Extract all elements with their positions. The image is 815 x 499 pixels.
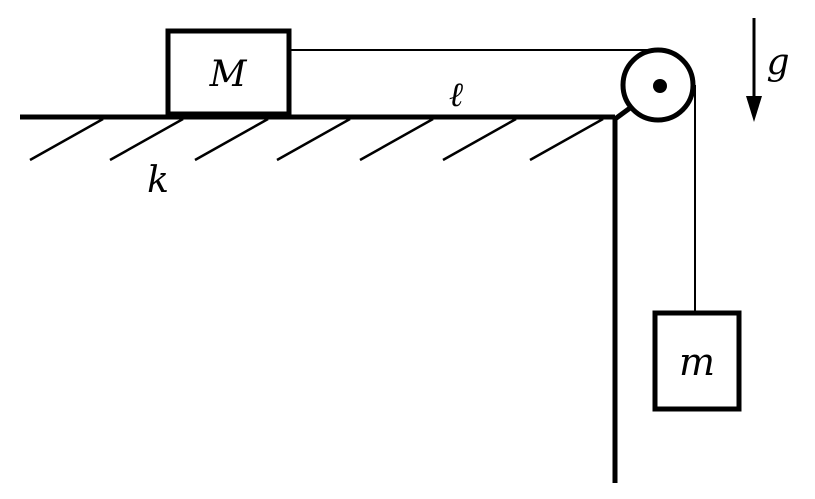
small-mass-label: m — [679, 340, 715, 384]
big-mass-label: M — [209, 54, 248, 95]
pulley-axle — [653, 79, 667, 93]
block-big-mass — [165, 28, 292, 117]
gravity-arrow-head — [746, 96, 762, 122]
block-small-mass — [652, 310, 742, 412]
length-label: ℓ — [449, 75, 463, 115]
friction-label: k — [147, 160, 169, 201]
table-hatching — [29, 117, 604, 162]
gravity-label: g — [766, 42, 789, 83]
